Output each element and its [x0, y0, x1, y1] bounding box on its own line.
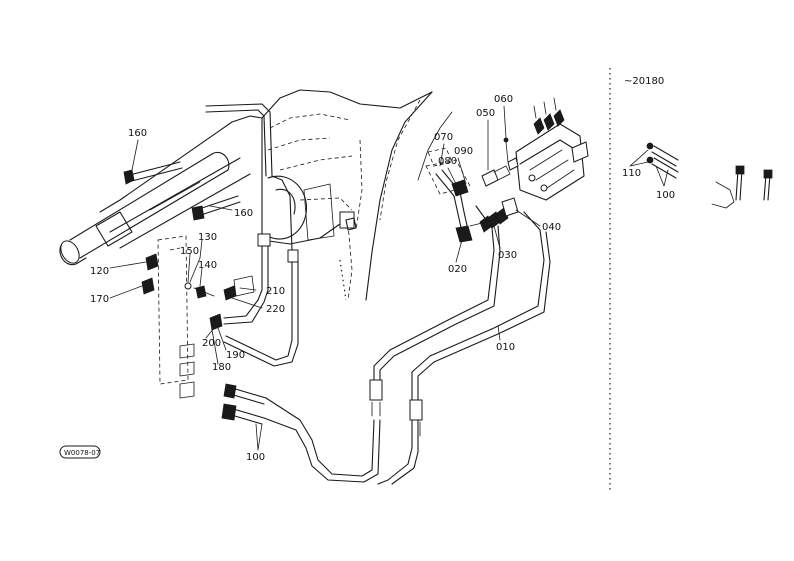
label-070: 070: [434, 132, 453, 143]
fittings-030-040: [469, 197, 519, 233]
label-090: 090: [454, 146, 473, 157]
label-220: 220: [266, 304, 285, 315]
mounting-bolts-right: [339, 217, 357, 301]
leader-lines: [109, 105, 669, 451]
label-130: 130: [198, 232, 217, 243]
bracket-plate-left: [157, 235, 195, 399]
label-170: 170: [90, 294, 109, 305]
label-010: 010: [496, 342, 515, 353]
label-100-inset: 100: [656, 190, 675, 201]
inset-parts: [646, 142, 773, 209]
label-060: 060: [494, 94, 513, 105]
hose-160-upper: [123, 161, 183, 185]
label-050: 050: [476, 108, 495, 119]
label-030: 030: [498, 250, 517, 261]
fittings-050-060: [481, 137, 519, 187]
control-valve: [515, 97, 589, 201]
label-200: 200: [202, 338, 221, 349]
label-210: 210: [266, 286, 285, 297]
figure-code-badge: W0078-07: [59, 445, 101, 459]
label-190: 190: [226, 350, 245, 361]
hose-160-lower: [191, 195, 241, 221]
serial-range-label: ~20180: [624, 76, 664, 87]
label-020: 020: [448, 264, 467, 275]
fittings-left-cluster: [141, 253, 255, 331]
label-080: 080: [438, 156, 457, 167]
lift-cylinder-upper: [59, 152, 230, 266]
label-160-lower: 160: [234, 208, 253, 219]
part-labels: 160 160 130 150 140 120 170 210 220 200 …: [90, 76, 675, 463]
main-hose-010: [263, 205, 551, 485]
label-140: 140: [198, 260, 217, 271]
figure-code: W0078-07: [64, 449, 100, 457]
pipe-ends-lower: [369, 379, 423, 437]
label-160-upper: 160: [128, 128, 147, 139]
label-120: 120: [90, 266, 109, 277]
label-180: 180: [212, 362, 231, 373]
label-150: 150: [180, 246, 199, 257]
bracket-dashed-right: [425, 147, 471, 195]
label-110: 110: [622, 168, 641, 179]
label-040: 040: [542, 222, 561, 233]
return-pipe-loop: [205, 103, 299, 367]
label-100-left: 100: [246, 452, 265, 463]
lift-cylinder-lower: [109, 157, 251, 249]
quick-coupler-100-left: [221, 383, 267, 425]
